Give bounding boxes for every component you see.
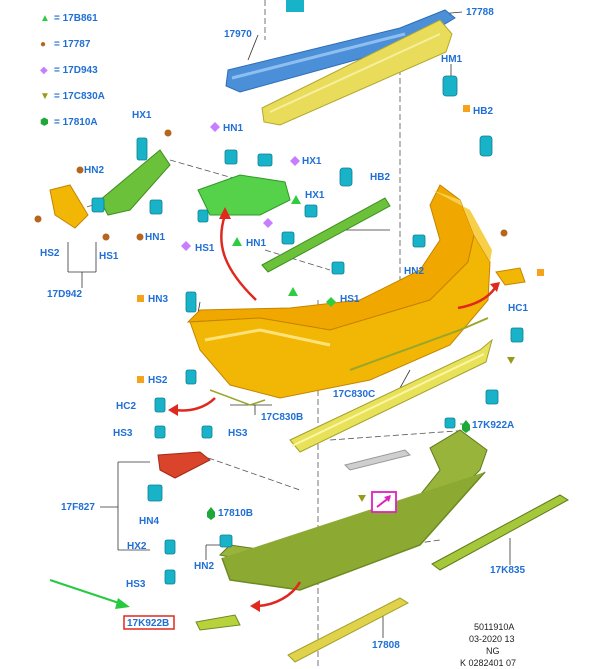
legend-code: = 17B861: [54, 13, 98, 24]
label-17c830b[interactable]: 17C830B: [261, 412, 304, 423]
label-17808[interactable]: 17808: [372, 640, 400, 651]
part-17f827-shape: [157, 451, 211, 479]
bumper-reinforcement-bar-shape: [225, 0, 456, 93]
part-17k922b-shape: [195, 614, 241, 631]
label-hs2-left[interactable]: HS2: [40, 248, 60, 259]
circle-icon: ●: [40, 39, 47, 50]
label-17788[interactable]: 17788: [466, 7, 494, 18]
strip-17k835-shape: [431, 494, 569, 571]
legend-item-17b861: ▲ = 17B861: [40, 13, 98, 24]
label-hm1[interactable]: HM1: [441, 54, 463, 65]
callout-lines: [67, 11, 511, 638]
diagram-market: NG: [486, 646, 500, 656]
left-bracket-shape: [99, 149, 391, 273]
label-hn1-top[interactable]: HN1: [223, 123, 244, 134]
label-17c830c[interactable]: 17C830C: [333, 389, 376, 400]
label-hx1-left[interactable]: HX1: [132, 110, 152, 121]
label-hs1-left[interactable]: HS1: [99, 251, 119, 262]
corner-bracket-shape: [49, 184, 89, 229]
clips: [91, 75, 524, 585]
green-pointer-arrow: [49, 579, 130, 609]
label-17d942[interactable]: 17D942: [47, 289, 83, 300]
diagram-reference: 5011910A: [474, 622, 515, 632]
strip-17808-shape: [287, 597, 410, 663]
legend-code: = 17810A: [54, 117, 98, 128]
label-hn2-right[interactable]: HN2: [404, 266, 425, 277]
legend-code: = 17787: [54, 39, 91, 50]
hexagon-icon: ⬢: [40, 117, 49, 128]
legend-code: = 17D943: [54, 65, 98, 76]
label-17970[interactable]: 17970: [224, 29, 252, 40]
label-hn2-left[interactable]: HN2: [84, 165, 105, 176]
label-hs3-left[interactable]: HS3: [113, 428, 133, 439]
red-arrows: [174, 214, 497, 608]
label-hn1-mid[interactable]: HN1: [246, 238, 267, 249]
bumper-cover-shape: [186, 184, 492, 399]
label-hc1[interactable]: HC1: [508, 303, 529, 314]
label-hs3-lower[interactable]: HS3: [126, 579, 146, 590]
label-17k922a[interactable]: 17K922A: [472, 420, 515, 431]
label-17k922b[interactable]: 17K922B: [127, 618, 170, 629]
triangle-down-icon: ▼: [40, 91, 50, 102]
triangle-icon: ▲: [40, 13, 50, 24]
label-hn2-lower[interactable]: HN2: [194, 561, 215, 572]
legend-item-17d943: ◆ = 17D943: [40, 65, 98, 76]
red-arrowheads: [168, 207, 500, 612]
diamond-icon: ◆: [40, 65, 48, 76]
label-hs1-mid[interactable]: HS1: [195, 243, 215, 254]
right-bracket-shape: [495, 267, 526, 286]
magenta-icon-box: [371, 491, 397, 513]
label-hb2-lower[interactable]: HB2: [370, 172, 391, 183]
label-hn3[interactable]: HN3: [148, 294, 169, 305]
strip-17c830b-shape: [209, 389, 266, 406]
highlight-box: [123, 615, 175, 630]
label-hc2[interactable]: HC2: [116, 401, 137, 412]
label-17810b[interactable]: 17810B: [218, 508, 254, 519]
diagram-code: K 0282401 07: [460, 658, 517, 668]
legend-item-17787: ● = 17787: [40, 39, 90, 50]
energy-absorber-shape: [261, 19, 453, 126]
label-hx2[interactable]: HX2: [127, 541, 147, 552]
label-hb2[interactable]: HB2: [473, 106, 494, 117]
label-hx1-right[interactable]: HX1: [305, 190, 325, 201]
label-17f827[interactable]: 17F827: [61, 502, 95, 513]
legend-item-17810a: ⬢ = 17810A: [40, 117, 98, 128]
strip-17c830c-shape: [349, 317, 489, 371]
label-hn1-left[interactable]: HN1: [145, 232, 166, 243]
lower-diffuser-shape: [218, 429, 488, 591]
diagram-date: 03-2020 13: [469, 634, 515, 644]
legend-code: = 17C830A: [54, 91, 105, 102]
label-hn4[interactable]: HN4: [139, 516, 160, 527]
label-hs3-right[interactable]: HS3: [228, 428, 248, 439]
legend-item-17c830a: ▼ = 17C830A: [40, 91, 105, 102]
label-hx1-mid[interactable]: HX1: [302, 156, 322, 167]
label-hs2-lower[interactable]: HS2: [148, 375, 168, 386]
diffuser-trim-shape: [289, 338, 493, 453]
label-17k835[interactable]: 17K835: [490, 565, 526, 576]
callout-markers: [34, 105, 544, 520]
label-hs1-lower[interactable]: HS1: [340, 294, 360, 305]
chrome-strip-shape: [344, 449, 411, 471]
